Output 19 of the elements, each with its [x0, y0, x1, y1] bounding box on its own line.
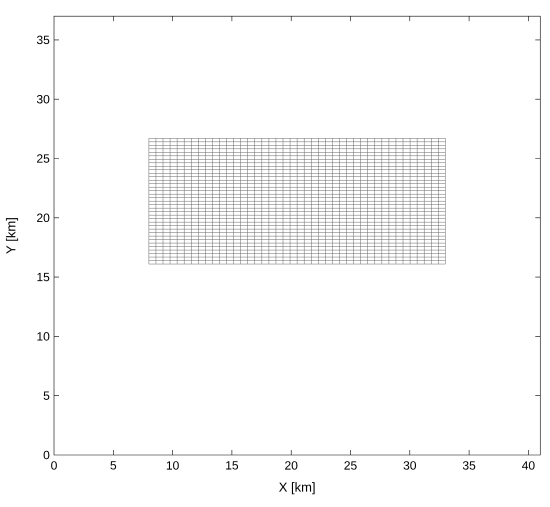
tick-label: 35	[462, 461, 476, 470]
tick-label: 5	[110, 461, 116, 470]
tick-label: 30	[36, 94, 50, 104]
tick-label: 15	[226, 461, 238, 470]
tick-label: 30	[404, 461, 416, 470]
tick-label: 10	[166, 461, 179, 470]
tick-label: 10	[37, 332, 50, 341]
tick-label: 25	[344, 461, 357, 470]
tick-label: 35	[36, 36, 50, 44]
tick-label: 20	[37, 214, 50, 222]
tick-label: 0	[44, 450, 50, 460]
tick-label: 20	[285, 461, 298, 470]
tick-label: 25	[37, 154, 50, 163]
tick-label: 40	[522, 461, 535, 470]
tick-label: 5	[44, 392, 50, 400]
tick-label: 15	[37, 272, 50, 282]
axis-title: Y [km]	[6, 218, 18, 254]
axis-title: X [km]	[279, 482, 315, 494]
tick-label: 0	[51, 461, 57, 470]
